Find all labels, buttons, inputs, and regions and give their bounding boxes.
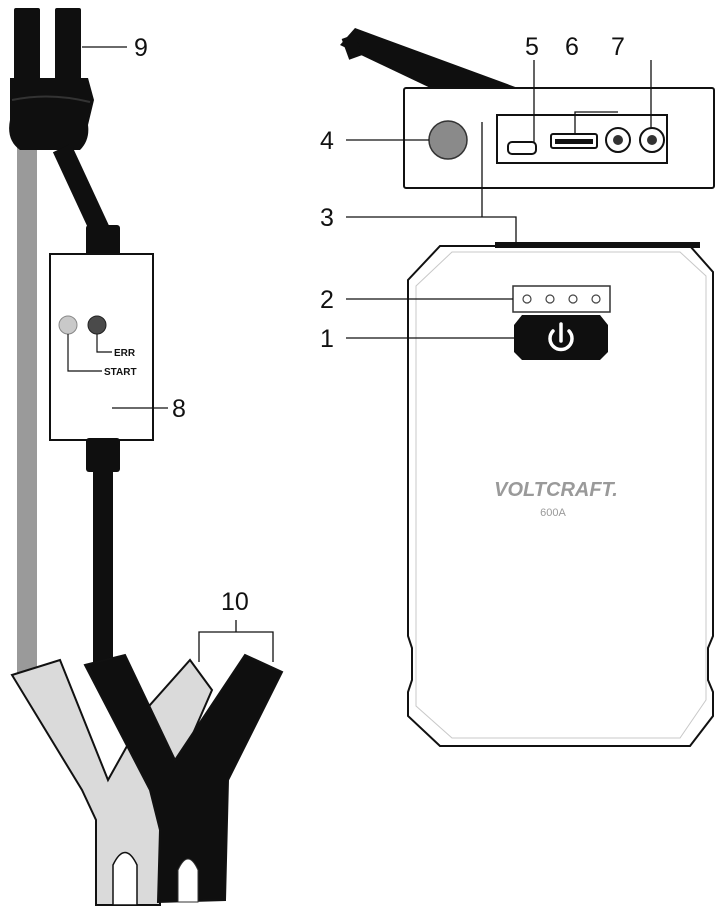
callout-9: 9 [134, 34, 148, 62]
battery-led-2 [545, 294, 555, 304]
leader-3 [346, 216, 517, 246]
callout-8: 8 [172, 395, 186, 423]
leader-6 [574, 111, 618, 134]
callout-3: 3 [320, 204, 334, 232]
callout-2: 2 [320, 286, 334, 314]
err-label: ERR [114, 348, 136, 359]
start-leader [67, 334, 102, 372]
negative-clamp [83, 653, 284, 904]
callout-10: 10 [221, 588, 249, 616]
control-box-body [49, 253, 154, 441]
device-body [407, 245, 714, 747]
connector-plug [9, 8, 94, 150]
power-icon [548, 322, 574, 352]
callout-numbers: 1 2 3 4 5 6 7 8 9 10 [134, 33, 625, 616]
callout-6: 6 [565, 33, 579, 61]
device-front-view: VOLTCRAFT. 600A [407, 242, 714, 747]
callout-7: 7 [611, 33, 625, 61]
dc-socket-left-pin [613, 135, 623, 145]
positive-wire [17, 140, 37, 680]
device-inner-contour [415, 251, 707, 739]
connector-prong-right [55, 8, 81, 83]
brand-logo: VOLTCRAFT. [494, 479, 618, 501]
box-strain-relief-bottom [86, 438, 120, 472]
positive-clamp-jaw [112, 851, 138, 906]
usb-port-slot [555, 139, 593, 144]
negative-wire-upper [52, 143, 110, 235]
callout-1: 1 [320, 325, 334, 353]
connector-body-shade [11, 95, 91, 103]
cable-assembly: ERR START [9, 8, 284, 906]
connector-prong-left [14, 8, 40, 83]
callout-5: 5 [525, 33, 539, 61]
top-edge-highlight [495, 242, 700, 248]
negative-wire-lower [93, 470, 113, 670]
connector-body [9, 78, 94, 150]
start-led [58, 315, 78, 335]
dc-socket-right-pin [647, 135, 657, 145]
battery-led-1 [522, 294, 532, 304]
leader-lines [82, 46, 652, 662]
negative-clamp-jaw [177, 858, 199, 903]
battery-led-3 [568, 294, 578, 304]
start-label: START [104, 367, 137, 378]
box-strain-relief-top [86, 225, 120, 257]
jump-socket [428, 120, 468, 160]
leader-10 [198, 631, 274, 662]
model-label: 600A [540, 507, 566, 519]
battery-led-4 [591, 294, 601, 304]
port-cover-tab [341, 34, 363, 60]
err-led [87, 315, 107, 335]
callout-4: 4 [320, 127, 334, 155]
err-leader [96, 334, 112, 353]
micro-usb-port [507, 141, 537, 155]
control-box: ERR START [49, 253, 154, 441]
